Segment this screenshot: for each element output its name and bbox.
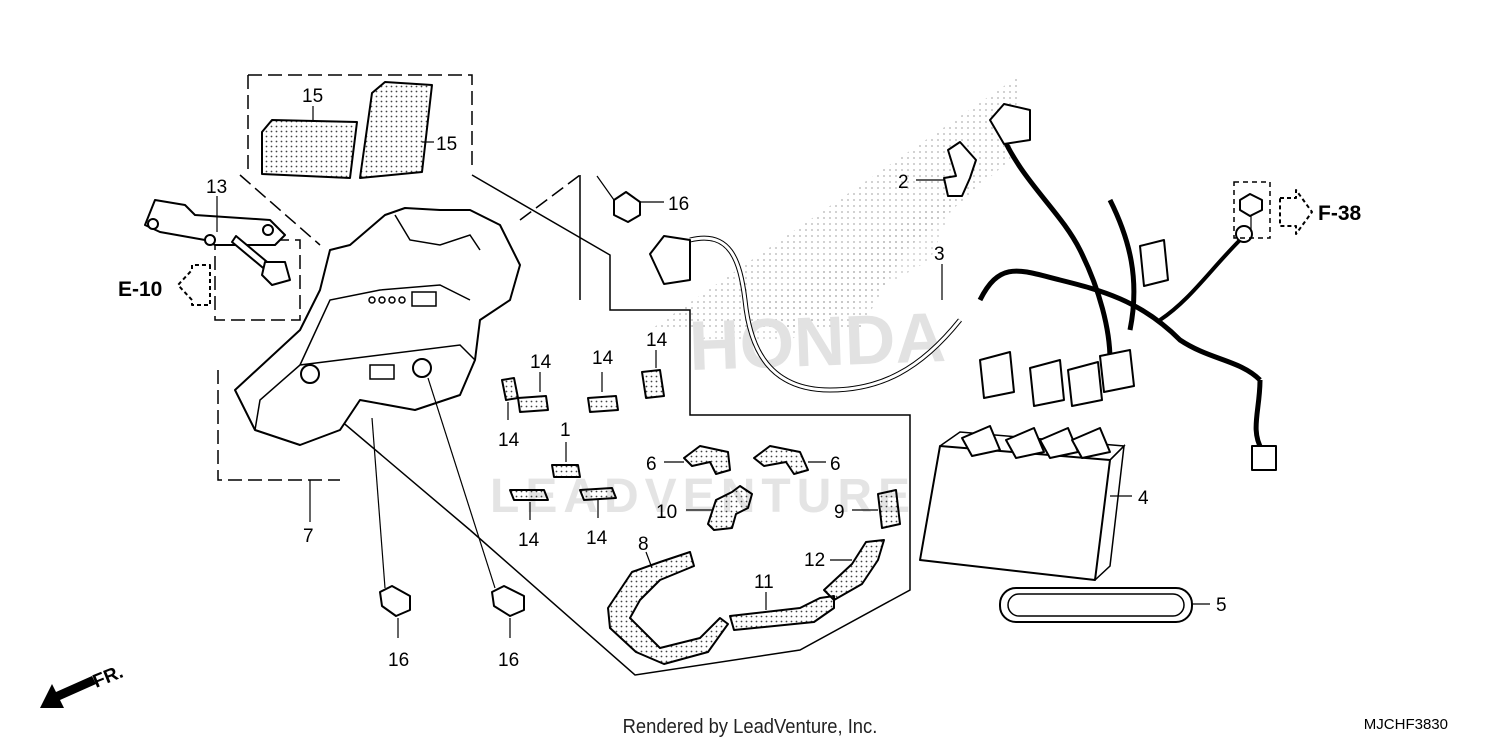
e10-arrow-icon [177,264,211,306]
callout-14e: 14 [518,530,540,551]
callout-13: 13 [206,177,227,198]
ref-e10: E-10 [118,278,162,301]
leadventure-watermark: LEADVENTURE [490,470,916,523]
callout-14f: 14 [586,528,608,549]
callout-14c: 14 [646,330,668,351]
group-outline-7 [217,174,581,481]
group-outline-13 [214,239,301,321]
callout-11: 11 [754,572,774,593]
brand-watermark-text: HONDA [688,298,947,385]
pad-9 [877,489,901,529]
callout-9: 9 [834,502,845,523]
callout-12: 12 [804,550,825,571]
clamp-6a [683,445,731,475]
pad-14b [517,395,549,413]
ecu-4 [919,425,1126,581]
ref-f38: F-38 [1318,202,1362,225]
diagram-code: MJCHF3830 [1363,716,1448,733]
callout-8: 8 [638,534,649,555]
brand-watermark: HONDA [650,75,1020,385]
callout-14d: 14 [498,430,520,451]
sponge-15b [359,81,433,179]
group-outline-15 [247,74,473,175]
front-direction-arrow-icon [40,676,96,708]
callout-16b: 16 [388,650,409,671]
wire-harness-3 [649,103,1277,471]
seal-12 [823,539,885,601]
pad-1 [551,464,581,478]
callout-6a: 6 [646,454,657,475]
clamp-6b [753,445,809,475]
pad-14e [509,489,549,501]
callout-1: 1 [560,420,571,441]
callout-6b: 6 [830,454,841,475]
band-5 [999,587,1193,623]
callout-10: 10 [656,502,677,523]
group-outline-sub [469,174,911,676]
seal-11 [729,595,835,631]
pad-14a [501,377,519,401]
callout-15b: 15 [436,134,457,155]
callout-2: 2 [898,172,909,193]
pad-14d [641,369,665,399]
bolt-f38 [1233,181,1271,239]
callout-15a: 15 [302,86,323,107]
seal-8 [607,551,729,665]
ecu-bracket-7 [234,207,521,446]
f38-arrow-icon [1279,189,1313,235]
bolt-13-group [231,235,291,286]
rendered-by-footer: Rendered by LeadVenture, Inc. [622,716,878,738]
callout-14b: 14 [592,348,614,369]
bolt-16c [427,377,525,617]
bolt-16b [371,417,411,617]
callout-16c: 16 [498,650,519,671]
callout-14a: 14 [530,352,552,373]
harness-stay-2 [943,141,977,197]
bolt-16a [596,175,641,223]
pad-14f [579,487,617,501]
callout-16a: 16 [668,194,689,215]
callout-5: 5 [1216,595,1227,616]
callout-3: 3 [934,244,945,265]
front-label: FR. [90,662,126,693]
stay-bracket-13 [144,199,286,246]
sponge-15a [261,119,358,179]
pad-14c [587,395,619,413]
callout-7: 7 [303,526,314,547]
damper-10 [707,485,753,531]
callout-4: 4 [1138,488,1149,509]
